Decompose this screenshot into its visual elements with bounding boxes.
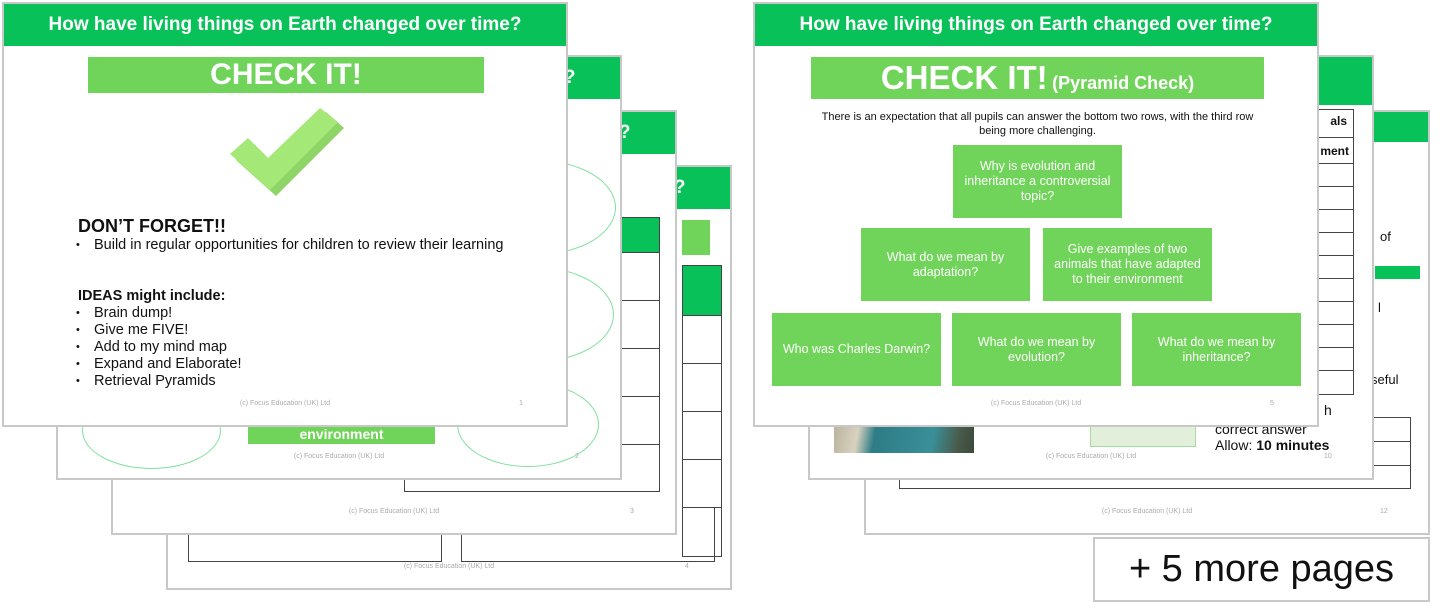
pyramid-box-middle: Give examples of two animals that have a… [1043,228,1212,301]
slide-footer: (c) Focus Education (UK) Ltd [293,453,385,460]
banner-subtitle: (Pyramid Check) [1052,73,1195,93]
slide-5: How have living things on Earth changed … [753,2,1319,427]
banner-title: CHECK IT! [880,59,1048,96]
slide-footer: (c) Focus Education (UK) Ltd [348,508,440,515]
green-bar [682,220,710,255]
slide-header: How have living things on Earth changed … [755,4,1317,46]
text-fragment: seful [1371,372,1399,387]
slide-footer: (c) Focus Education (UK) Ltd [239,400,331,407]
page-number: 10 [1324,453,1332,460]
checkmark-icon [230,108,344,196]
slide-1: How have living things on Earth changed … [2,2,568,427]
allow-value: 10 minutes [1256,437,1330,453]
text-fragment: l [1378,300,1381,315]
check-it-banner: CHECK IT! [88,57,484,93]
reminder-bullet: Build in regular opportunities for child… [76,237,516,254]
page-number: 12 [1380,508,1388,515]
pyramid-box-middle: What do we mean by adaptation? [861,228,1030,301]
intro-text: There is an expectation that all pupils … [821,111,1254,137]
slide-header: How have living things on Earth changed … [4,4,566,46]
ideas-heading: IDEAS might include: [78,288,226,304]
idea-item: Expand and Elaborate! [76,356,242,373]
page-number: 2 [575,453,579,460]
pyramid-box-top: Why is evolution and inheritance a contr… [953,145,1122,218]
dont-forget-heading: DON’T FORGET!! [78,216,226,236]
pyramid-box-bottom: What do we mean by inheritance? [1132,313,1301,386]
allow-time: Allow: 10 minutes [1215,437,1329,453]
idea-item: Add to my mind map [76,339,242,356]
table [682,265,722,557]
page-number: 1 [519,400,523,407]
pyramid-box-bottom: Who was Charles Darwin? [772,313,941,386]
slide-footer: (c) Focus Education (UK) Ltd [1045,453,1137,460]
slide-footer: (c) Focus Education (UK) Ltd [403,563,495,570]
idea-item: Retrieval Pyramids [76,373,242,390]
idea-item: Brain dump! [76,305,242,322]
pyramid-box-bottom: What do we mean by evolution? [952,313,1121,386]
text-fragment: of [1380,229,1391,244]
slide-footer: (c) Focus Education (UK) Ltd [1101,508,1193,515]
idea-item: Give me FIVE! [76,322,242,339]
text-fragment: h [1324,402,1332,418]
page-number: 5 [1270,400,1274,407]
allow-label: Allow: [1215,437,1253,453]
green-bar [1375,266,1420,279]
slide-footer: (c) Focus Education (UK) Ltd [990,400,1082,407]
page-number: 4 [685,563,689,570]
page-number: 3 [630,508,634,515]
check-it-banner: CHECK IT! (Pyramid Check) [811,57,1264,99]
more-pages-label: + 5 more pages [1093,537,1430,602]
